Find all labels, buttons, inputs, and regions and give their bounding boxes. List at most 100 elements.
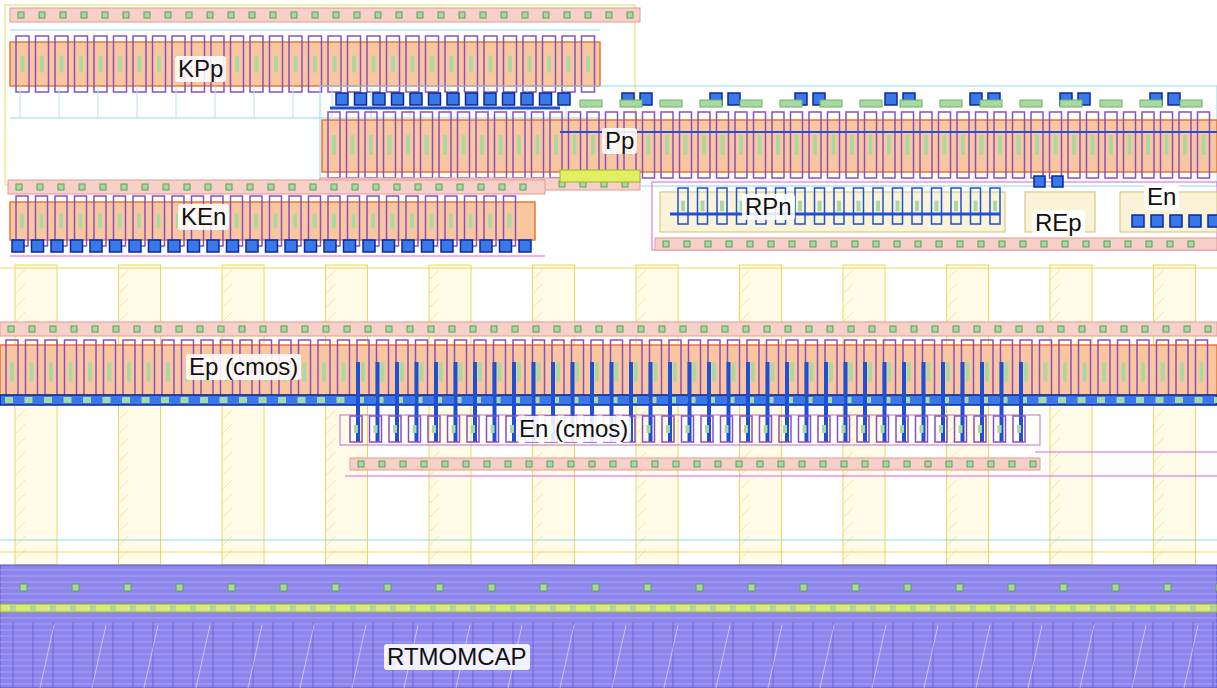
- contact-square: [1030, 461, 1036, 467]
- hatch-line: [222, 424, 232, 434]
- gate-finger: [250, 36, 263, 92]
- contact-square: [660, 100, 682, 107]
- contact-square: [16, 184, 22, 190]
- contact-square: [1079, 326, 1085, 332]
- gate-finger: [289, 196, 301, 246]
- contact-square: [820, 461, 826, 467]
- hatch-line: [15, 508, 25, 518]
- hatch-line: [222, 410, 232, 420]
- hatch-line: [429, 508, 439, 518]
- contact-square: [736, 461, 742, 467]
- hatch-line: [429, 298, 439, 308]
- contact-square: [186, 12, 192, 18]
- hatch-line: [40, 625, 54, 688]
- contact-square: [547, 461, 553, 467]
- hatch-line: [222, 536, 232, 546]
- gate-finger: [791, 112, 803, 178]
- contact-square: [956, 584, 963, 591]
- gate-finger: [760, 416, 772, 442]
- hatch-line: [1154, 270, 1164, 280]
- via-contact: [1168, 93, 1180, 105]
- hatch-line: [1050, 284, 1060, 294]
- contact-square: [764, 326, 770, 332]
- contact-square: [436, 184, 442, 190]
- metal-line: [560, 131, 1217, 133]
- metal-line: [373, 622, 374, 688]
- hatch-line: [533, 522, 543, 532]
- via-contact: [12, 240, 24, 252]
- via-contact: [885, 93, 897, 105]
- contact-square: [870, 605, 876, 611]
- contact-square: [850, 135, 854, 155]
- tap-strip: [0, 322, 1217, 336]
- metal-line: [0, 594, 1217, 595]
- gate-finger: [865, 112, 877, 178]
- contact-square: [522, 12, 528, 18]
- contact-square: [998, 425, 1002, 433]
- contact-square: [1156, 397, 1164, 403]
- contact-square: [165, 12, 171, 18]
- gate-finger: [883, 112, 895, 178]
- contact-square: [322, 362, 326, 381]
- hatch-line: [740, 284, 750, 294]
- metal-line: [20, 86, 21, 118]
- contact-square: [881, 425, 885, 433]
- contact-square: [813, 135, 817, 155]
- contact-square: [536, 135, 540, 155]
- contact-square: [993, 201, 997, 212]
- metal-line: [1213, 622, 1214, 688]
- via-contact: [266, 240, 278, 252]
- contact-square: [1060, 100, 1082, 107]
- gate-finger: [75, 36, 88, 92]
- contact-square: [927, 362, 931, 381]
- contact-square: [184, 184, 190, 190]
- contact-square: [200, 397, 208, 403]
- gate-finger: [114, 196, 126, 246]
- gate-finger: [912, 188, 922, 224]
- contact-square: [491, 326, 497, 332]
- contact-square: [722, 326, 728, 332]
- contact-square: [123, 12, 129, 18]
- contact-square: [1037, 326, 1043, 332]
- contact-square: [342, 362, 346, 381]
- contact-square: [331, 184, 337, 190]
- metal-line: [213, 622, 214, 688]
- contact-square: [1062, 241, 1068, 247]
- contact-square: [358, 461, 364, 467]
- gate-finger: [661, 112, 673, 178]
- contact-square: [459, 12, 465, 18]
- via-contact: [305, 240, 317, 252]
- gate-finger: [698, 188, 708, 224]
- contact-square: [764, 425, 768, 433]
- metal-line: [0, 678, 1217, 679]
- contact-square: [573, 135, 577, 155]
- contact-square: [450, 605, 456, 611]
- contact-square: [750, 605, 756, 611]
- gate-finger: [367, 196, 379, 246]
- contact-square: [384, 584, 391, 591]
- contact-square: [39, 12, 45, 18]
- contact-square: [592, 584, 599, 591]
- hatch-line: [15, 312, 25, 322]
- contact-square: [205, 184, 211, 190]
- contact-square: [480, 12, 486, 18]
- hatch-line: [119, 536, 129, 546]
- hatch-line: [947, 312, 957, 322]
- contact-square: [800, 584, 807, 591]
- contact-square: [449, 214, 453, 229]
- gate-finger: [1013, 416, 1025, 442]
- via-contact: [336, 93, 348, 105]
- contact-square: [822, 425, 826, 433]
- hatch-line: [1028, 625, 1042, 688]
- hatch-line: [533, 480, 543, 490]
- hatch-line: [15, 452, 25, 462]
- hatch-line: [352, 625, 366, 688]
- via-contact: [188, 240, 200, 252]
- contact-square: [744, 425, 748, 433]
- contact-square: [936, 241, 942, 247]
- hatch-line: [843, 480, 853, 490]
- hatch-line: [636, 424, 646, 434]
- contact-square: [469, 214, 473, 229]
- gate-finger: [735, 112, 747, 178]
- contact-square: [666, 425, 670, 433]
